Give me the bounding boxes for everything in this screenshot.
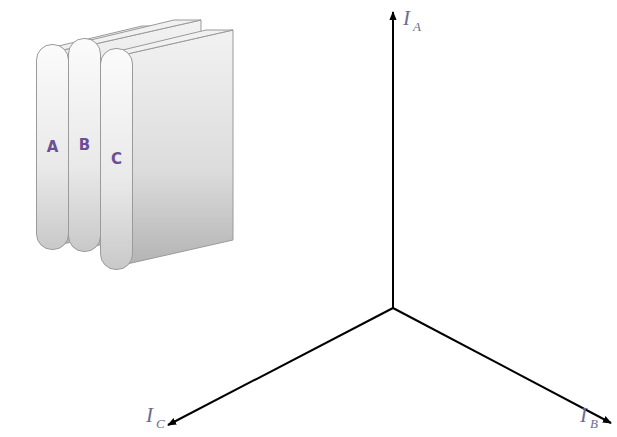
phasor-ib	[393, 308, 611, 423]
plate-side	[127, 30, 233, 264]
phasor-subscript: B	[590, 416, 598, 432]
plate-edge: B	[68, 38, 101, 252]
plate-stack	[42, 20, 233, 264]
phasor-label: I	[403, 6, 410, 31]
phasor-arrows	[168, 12, 611, 425]
plate-letter: C	[111, 150, 122, 168]
phasor-ia	[392, 12, 394, 308]
phasor-ic	[168, 308, 393, 425]
phasor-label: I	[146, 403, 153, 428]
plate-edge: A	[36, 44, 69, 250]
plate-letter: B	[79, 136, 90, 154]
plate-edge: C	[100, 48, 133, 270]
phasor-subscript: A	[413, 19, 421, 35]
plate-letter: A	[47, 138, 59, 156]
phasor-subscript: C	[156, 416, 165, 432]
phasor-label: I	[580, 403, 587, 428]
